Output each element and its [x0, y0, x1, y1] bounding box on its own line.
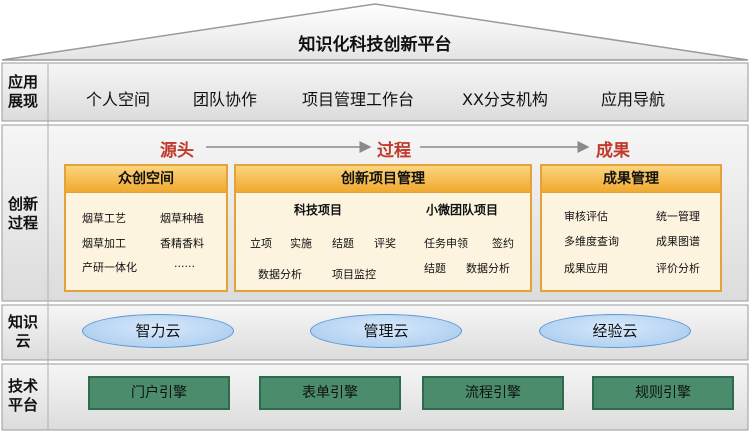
micro-item: 任务申领 — [424, 237, 468, 250]
sci-item: 实施 — [290, 237, 312, 250]
results-item: 审核评估 — [564, 210, 608, 223]
micro-item: 签约 — [492, 237, 514, 250]
app-item-personal-space[interactable]: 个人空间 — [86, 90, 151, 109]
results-item: 评价分析 — [656, 262, 700, 275]
cloud-management[interactable]: 管理云 — [310, 314, 462, 348]
stage-source: 源头 — [160, 141, 194, 161]
layer-label-knowledge: 知识 云 — [0, 313, 46, 351]
layer-label-app: 应用 展现 — [0, 73, 46, 111]
results-item: 多维度查询 — [564, 235, 619, 248]
sci-item: 数据分析 — [258, 268, 302, 281]
crowd-item: ...... — [174, 257, 195, 270]
micro-item: 数据分析 — [466, 262, 510, 275]
crowd-item: 香精香料 — [160, 237, 204, 250]
band-app — [1, 62, 749, 122]
engine-workflow[interactable]: 流程引擎 — [422, 376, 564, 410]
layer-label-knowledge-text: 知识 云 — [7, 313, 38, 350]
engine-portal[interactable]: 门户引擎 — [88, 376, 230, 410]
crowd-item: 烟草种植 — [160, 212, 204, 225]
app-item-team-collab[interactable]: 团队协作 — [193, 90, 258, 109]
app-item-branch[interactable]: XX分支机构 — [462, 90, 548, 109]
engine-rules[interactable]: 规则引擎 — [592, 376, 734, 410]
app-item-app-nav[interactable]: 应用导航 — [601, 90, 666, 109]
card-project-management-title: 创新项目管理 — [236, 166, 530, 193]
crowd-item: 产研一体化 — [82, 261, 137, 274]
app-item-project-workbench[interactable]: 项目管理工作台 — [302, 90, 415, 109]
cloud-intelligence[interactable]: 智力云 — [82, 314, 234, 348]
card-project-management: 创新项目管理 科技项目 小微团队项目 立项 实施 结题 评奖 数据分析 项目监控… — [234, 164, 532, 292]
results-item: 成果图谱 — [656, 235, 700, 248]
micro-item: 结题 — [424, 262, 446, 275]
layer-label-innovation-text: 创新 过程 — [7, 195, 38, 232]
layer-label-tech: 技术 平台 — [0, 377, 46, 415]
engine-form[interactable]: 表单引擎 — [259, 376, 401, 410]
stage-results: 成果 — [596, 141, 630, 161]
card-results-management-title: 成果管理 — [542, 166, 720, 193]
layer-label-app-text: 应用 展现 — [7, 73, 38, 110]
sci-item: 结题 — [332, 237, 354, 250]
card-results-management: 成果管理 审核评估 统一管理 多维度查询 成果图谱 成果应用 评价分析 — [540, 164, 722, 292]
cloud-experience[interactable]: 经验云 — [539, 314, 691, 348]
sci-item: 立项 — [250, 237, 272, 250]
results-item: 成果应用 — [564, 262, 608, 275]
micro-project-title: 小微团队项目 — [426, 203, 499, 217]
platform-title: 知识化科技创新平台 — [298, 35, 452, 55]
results-item: 统一管理 — [656, 210, 700, 223]
layer-label-tech-text: 技术 平台 — [7, 377, 38, 414]
card-crowd-space: 众创空间 烟草工艺 烟草种植 烟草加工 香精香料 产研一体化 ...... — [64, 164, 228, 292]
card-crowd-space-title: 众创空间 — [66, 166, 226, 193]
crowd-item: 烟草加工 — [82, 237, 126, 250]
layer-label-innovation: 创新 过程 — [0, 195, 46, 233]
sci-project-title: 科技项目 — [294, 203, 343, 217]
sci-item: 评奖 — [374, 237, 396, 250]
sci-item: 项目监控 — [332, 268, 376, 281]
crowd-item: 烟草工艺 — [82, 212, 126, 225]
roof — [1, 3, 749, 61]
stage-process: 过程 — [377, 141, 411, 161]
